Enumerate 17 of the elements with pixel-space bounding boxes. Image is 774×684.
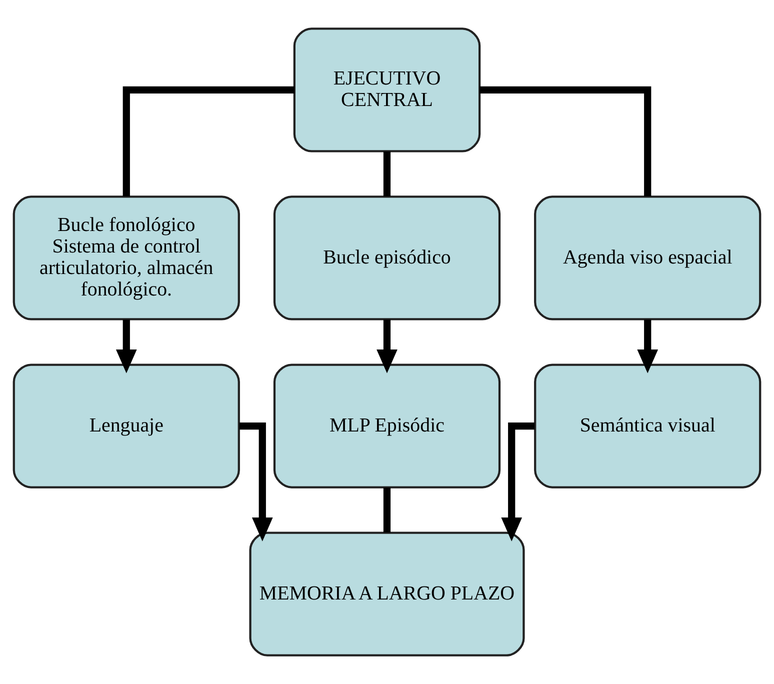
- arrow: [637, 320, 658, 374]
- node-box: MLP Episódic: [273, 364, 501, 488]
- arrow: [376, 320, 398, 374]
- arrow: [116, 320, 137, 374]
- arrow: [501, 422, 535, 542]
- node-box: Bucle fonológico Sistema de control articulatorio, almacén fonológico.: [12, 196, 240, 320]
- node-box: EJECUTIVO CENTRAL: [293, 28, 481, 152]
- connector: [383, 488, 391, 532]
- connector: [383, 152, 391, 196]
- node-box: Semántica visual: [534, 364, 762, 488]
- arrow: [239, 422, 273, 542]
- node-box: MEMORIA A LARGO PLAZO: [249, 532, 525, 656]
- node-box: Agenda viso espacial: [534, 196, 762, 320]
- node-box: Lenguaje: [12, 364, 240, 488]
- node-box: Bucle episódico: [273, 196, 501, 320]
- connector: [122, 86, 294, 196]
- connector: [480, 86, 652, 196]
